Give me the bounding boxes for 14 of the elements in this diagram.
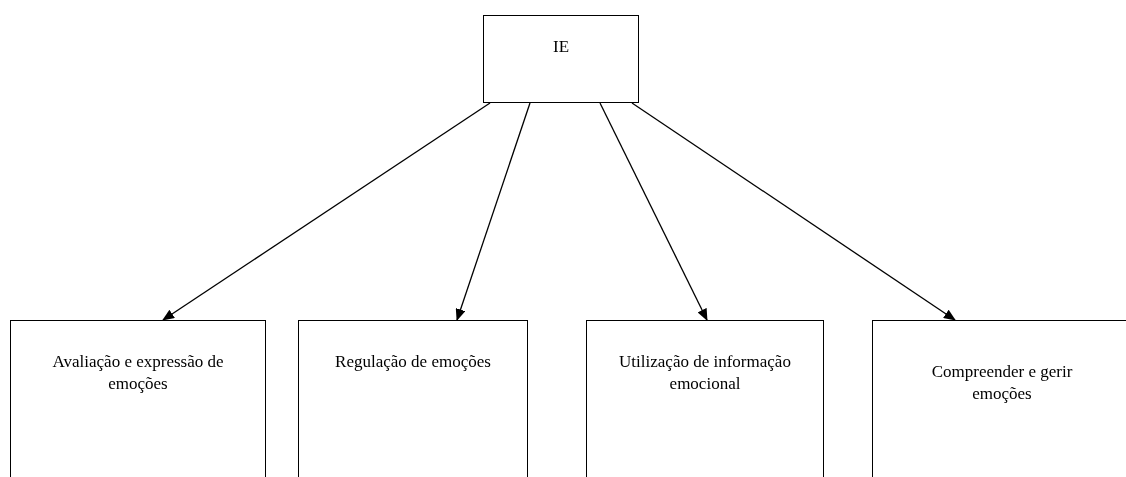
arrow <box>631 102 956 321</box>
process-box <box>483 15 639 103</box>
process-box <box>872 320 1126 477</box>
process-box <box>298 320 528 477</box>
box-label: Compreender e gerir emoções <box>930 361 1074 405</box>
box-label: Regulação de emoções <box>334 351 492 373</box>
arrow <box>455 102 531 321</box>
arrow <box>162 102 491 321</box>
arrow <box>599 102 708 321</box>
box-label: IE <box>551 36 570 58</box>
box-label: Utilização de informação emocional <box>618 351 792 395</box>
process-box <box>586 320 824 477</box>
process-box <box>10 320 266 477</box>
box-label: Avaliação e expressão de emoções <box>51 351 225 395</box>
